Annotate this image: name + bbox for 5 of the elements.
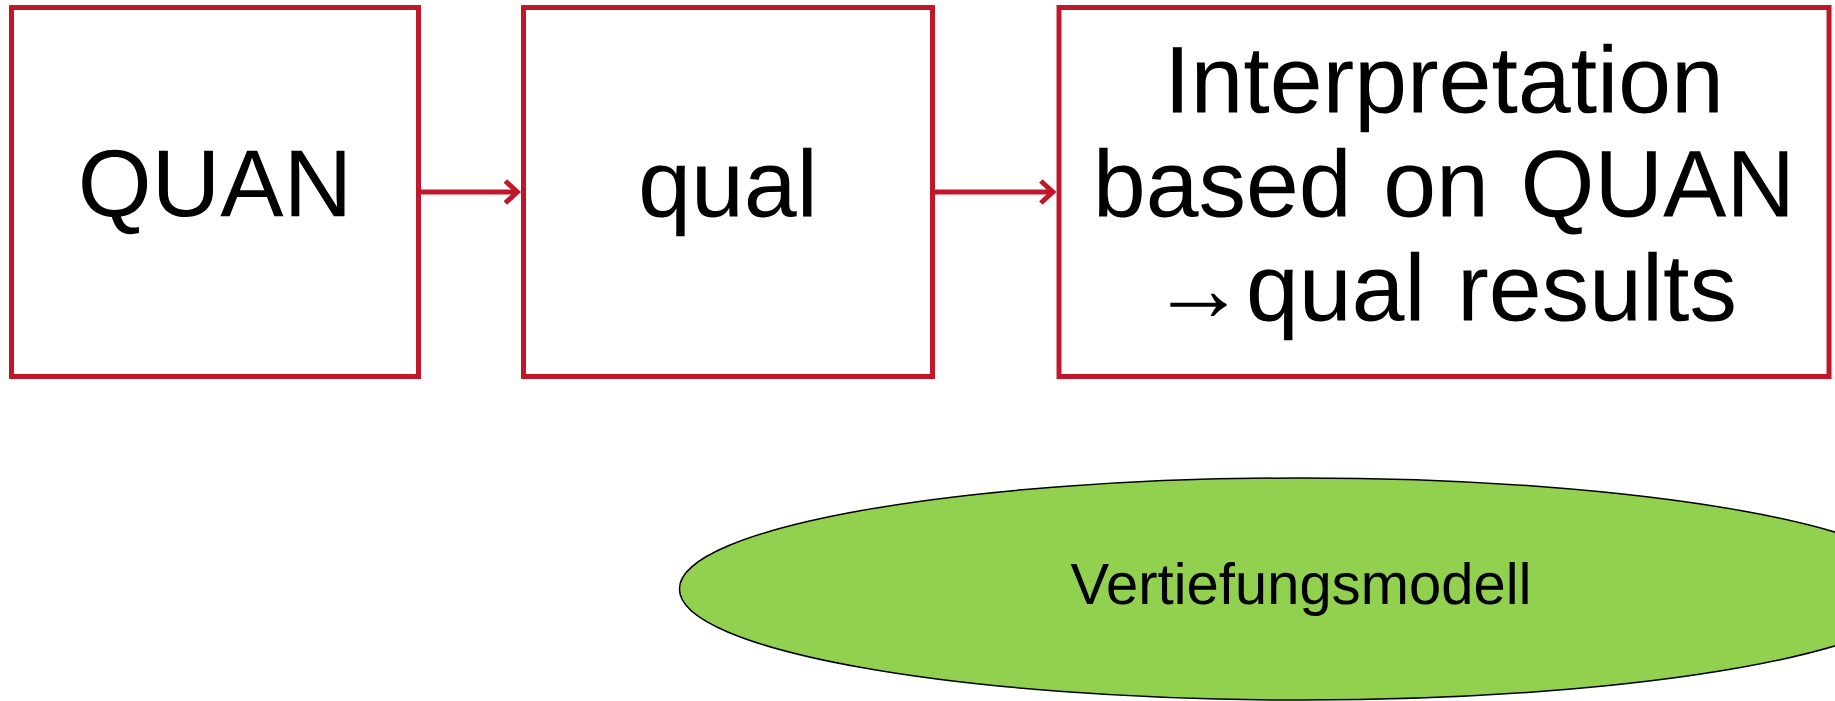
arrow (935, 179, 1057, 205)
process-box: qual (521, 5, 935, 379)
arrow (421, 179, 521, 205)
process-box: QUAN (9, 5, 421, 379)
process-box: Interpretation based on QUAN →qual results (1056, 5, 1832, 379)
